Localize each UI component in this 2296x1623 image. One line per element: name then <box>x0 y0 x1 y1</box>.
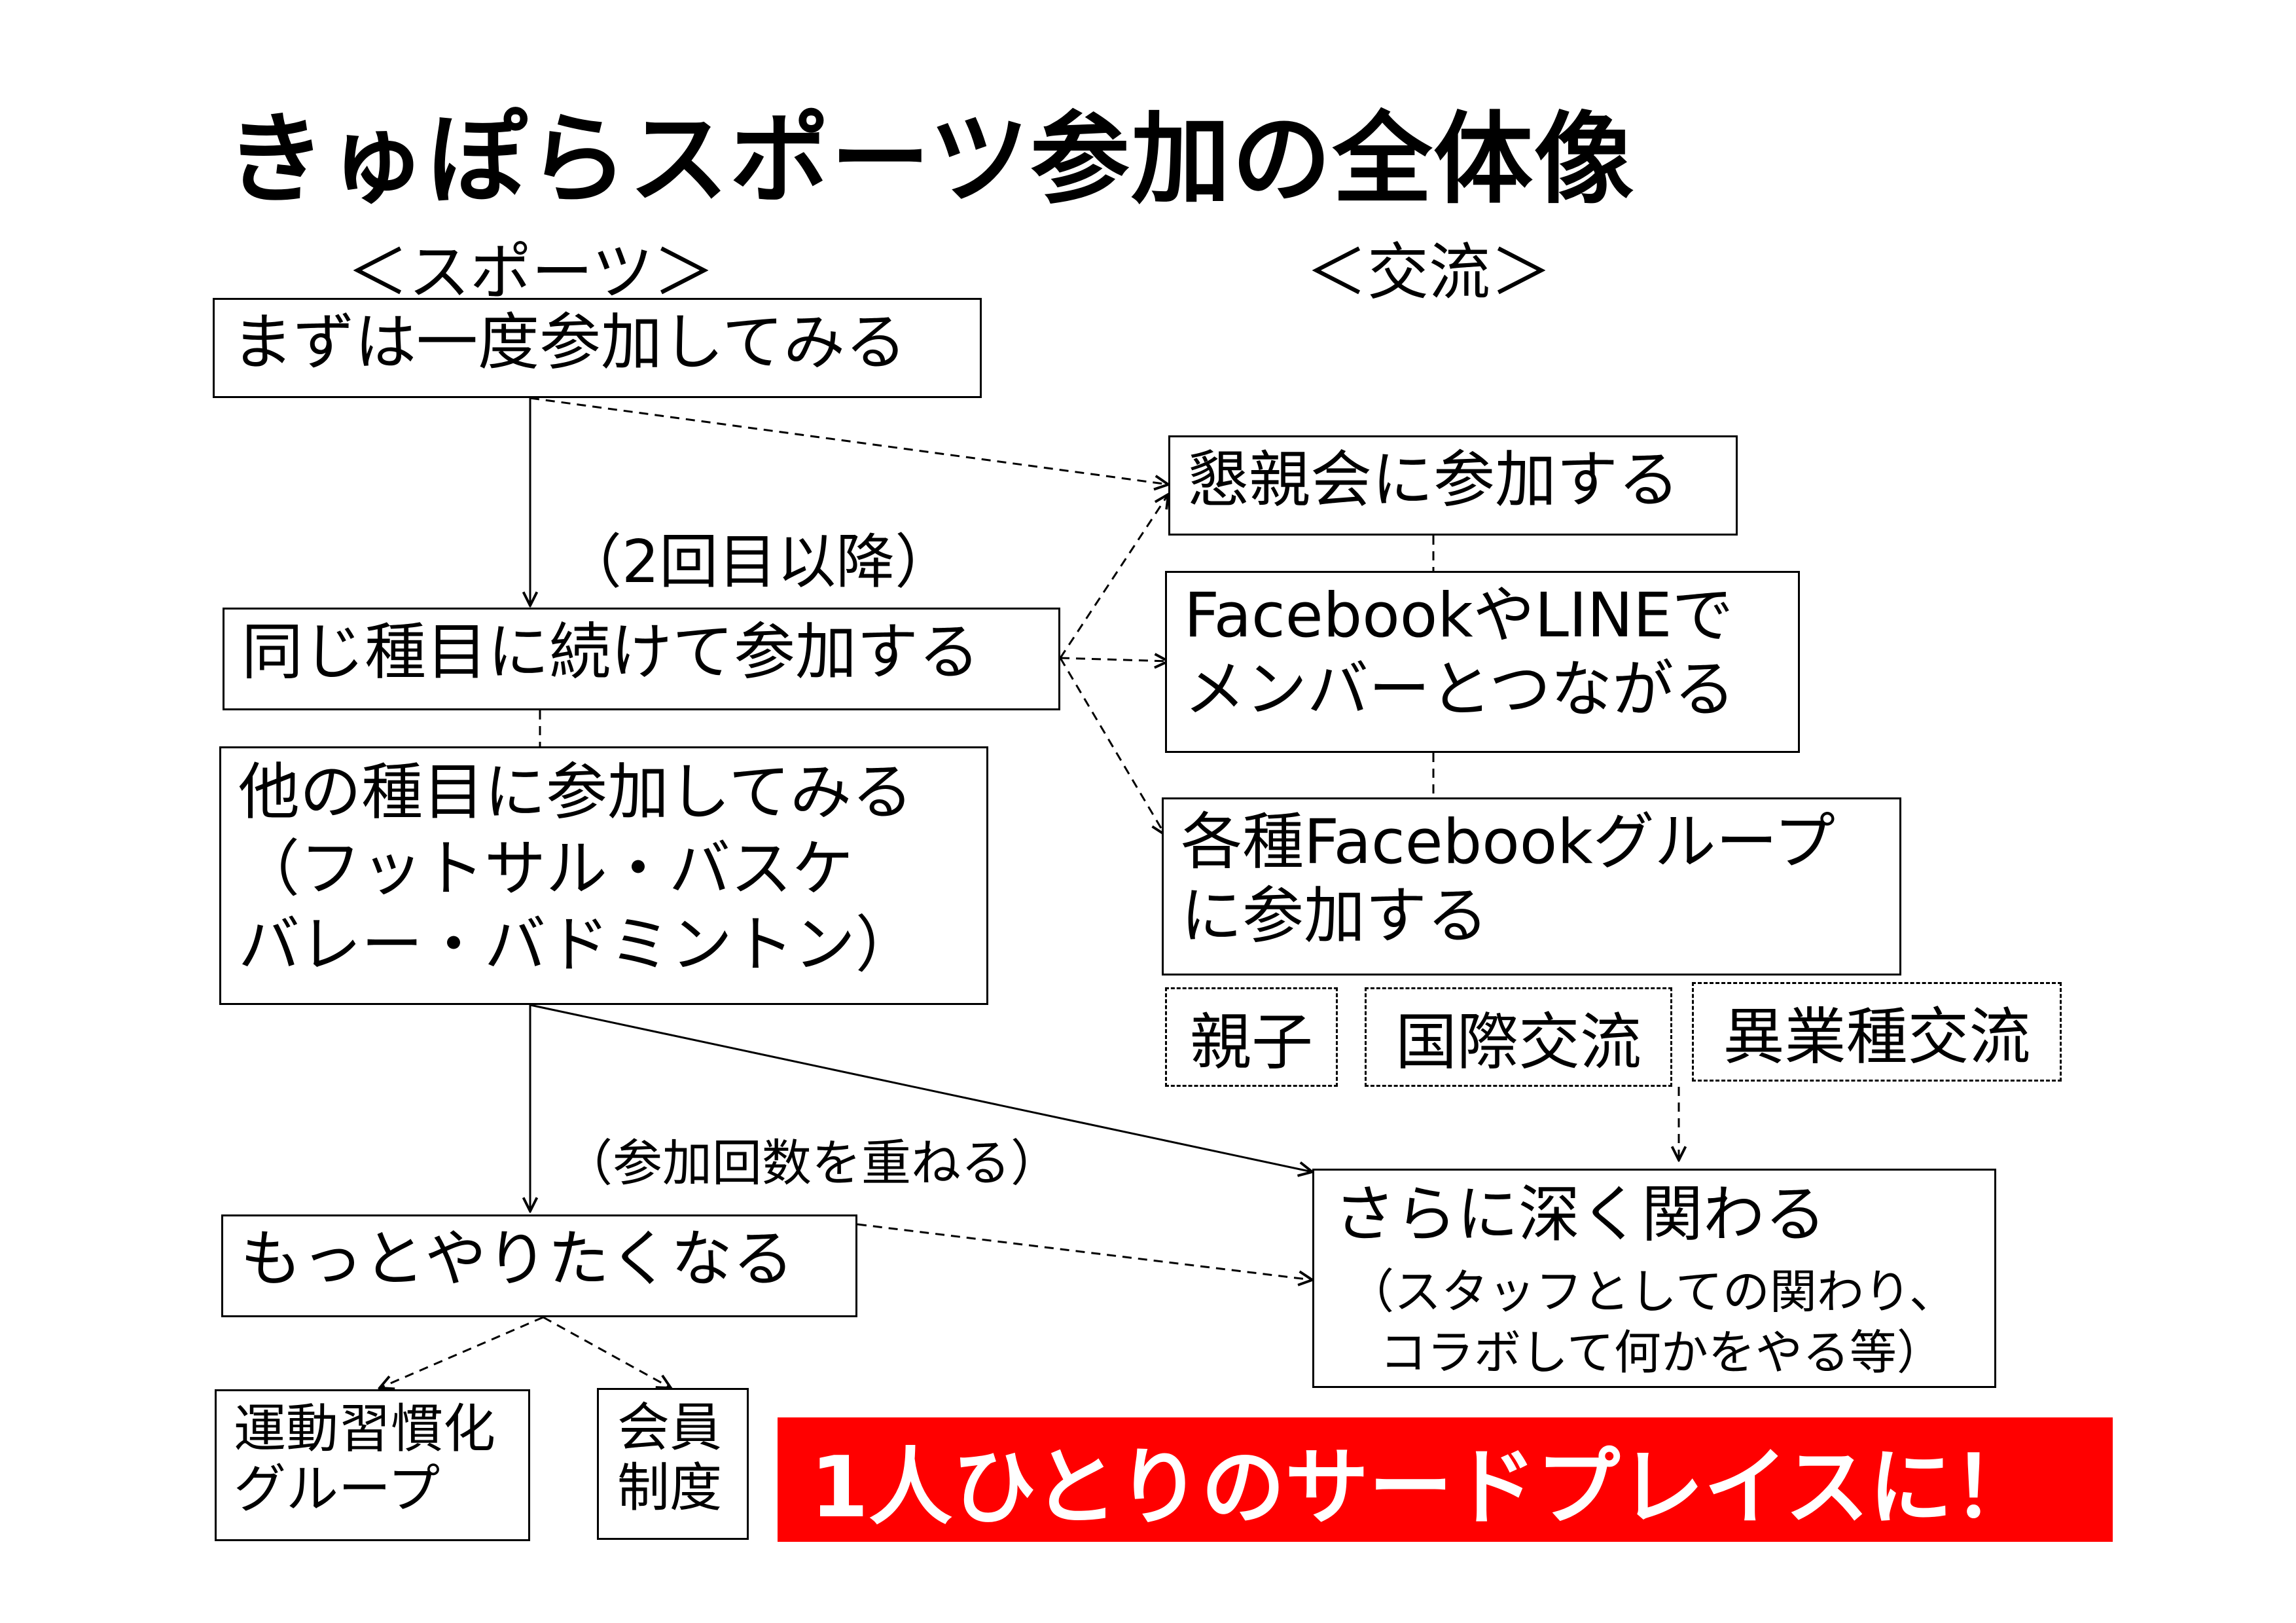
sports-heading: ＜スポーツ＞ <box>347 237 715 308</box>
deeper-detail-line-2: コラボして何かをやる等） <box>1380 1325 1944 1381</box>
step3-line-3: バレー・バドミントン） <box>238 909 917 981</box>
deeper-title: さらに深く関わる <box>1334 1179 1827 1250</box>
exchange-item2-line-2: メンバーとつながる <box>1184 653 1736 725</box>
group-cross-industry: 異業種交流 <box>1692 982 2062 1082</box>
group-parent-child-label: 親子 <box>1189 1007 1313 1078</box>
page-title: きゅぽらスポーツ参加の全体像 <box>226 101 1635 217</box>
step4-want-more-box: もっとやりたくなる <box>221 1214 857 1317</box>
note-after-step1: （2回目以降） <box>563 528 954 596</box>
step3-other-sports-box: 他の種目に参加してみる （フットサル・バスケ バレー・バドミントン） <box>219 746 988 1005</box>
step1-label: まずは一度参加してみる <box>232 307 907 378</box>
deeper-involvement-box: さらに深く関わる （スタッフとしての関わり、 コラボして何かをやる等） <box>1312 1169 1996 1388</box>
third-place-banner: 1人ひとりのサードプレイスに！ <box>778 1417 2113 1542</box>
exchange-item3-box: 各種Facebookグループ に参加する <box>1162 797 1901 976</box>
exchange-item3-line-1: 各種Facebookグループ <box>1181 807 1836 878</box>
arrow-step4-to-membership <box>543 1316 671 1388</box>
step3-line-1: 他の種目に参加してみる <box>238 757 914 828</box>
arrow-step2-to-item3 <box>1059 657 1165 835</box>
membership-line-1: 会員 <box>617 1397 722 1458</box>
arrow-step2-to-item2 <box>1060 658 1168 661</box>
exercise-group-line-2: グループ <box>234 1459 440 1520</box>
step3-line-2: （フットサル・バスケ <box>238 833 854 905</box>
step4-label: もっとやりたくなる <box>240 1224 795 1295</box>
group-international-label: 国際交流 <box>1395 1007 1641 1078</box>
arrow-step4-to-deeper <box>857 1223 1312 1280</box>
deeper-detail-line-1: （スタッフとしての関わり、 <box>1347 1264 1956 1319</box>
arrow-step1-to-item1 <box>529 397 1168 484</box>
exercise-group-box: 運動習慣化 グループ <box>215 1389 530 1541</box>
note-after-step3: （参加回数を重ねる） <box>563 1134 1060 1192</box>
banner-text: 1人ひとりのサードプレイスに！ <box>810 1438 2037 1537</box>
membership-line-2: 制度 <box>617 1457 722 1518</box>
step1-try-once-box: まずは一度参加してみる <box>213 298 982 398</box>
arrow-step3-to-deeper <box>529 1004 1312 1172</box>
group-cross-industry-label: 異業種交流 <box>1723 1002 2031 1073</box>
exchange-item3-line-2: に参加する <box>1181 880 1489 952</box>
arrow-step2-to-item1 <box>1059 494 1168 659</box>
group-international: 国際交流 <box>1365 987 1672 1087</box>
exchange-item2-box: FacebookやLINEで メンバーとつながる <box>1165 571 1800 753</box>
group-parent-child: 親子 <box>1165 987 1338 1087</box>
exchange-item1-label: 懇親会に参加する <box>1187 445 1680 516</box>
exchange-heading: ＜交流＞ <box>1306 237 1552 308</box>
arrow-step4-to-exercise <box>380 1316 544 1388</box>
step2-label: 同じ種目に続けて参加する <box>242 617 980 688</box>
step2-continue-box: 同じ種目に続けて参加する <box>223 608 1060 710</box>
exercise-group-line-1: 運動習慣化 <box>234 1398 495 1459</box>
exchange-item1-box: 懇親会に参加する <box>1168 435 1738 536</box>
membership-box: 会員 制度 <box>597 1388 749 1540</box>
exchange-item2-line-1: FacebookやLINEで <box>1184 580 1734 651</box>
